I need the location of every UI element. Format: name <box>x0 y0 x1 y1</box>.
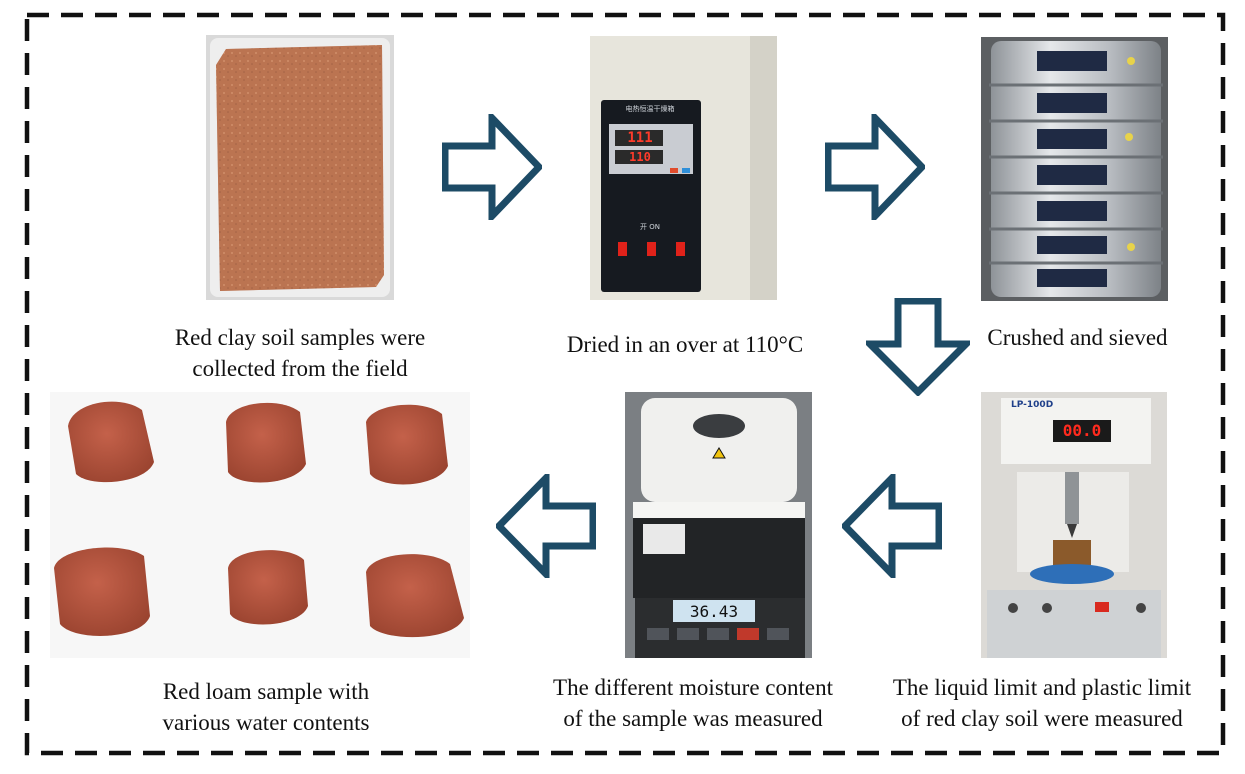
caption-sample: Red loam sample with various water conte… <box>120 676 412 738</box>
caption-collect: Red clay soil samples were collected fro… <box>140 322 460 384</box>
oven-display-1: 111 <box>627 130 653 146</box>
arrow-right-1 <box>442 114 542 220</box>
soil-tray-photo <box>206 35 394 300</box>
arrow-left-1 <box>842 474 942 578</box>
caption-sieve-line-1: Crushed and sieved <box>987 325 1168 350</box>
arrow-right-2 <box>825 114 925 220</box>
instrument-display: 00.0 <box>1062 421 1102 440</box>
caption-moisture-line-1: The different moisture content <box>553 675 833 700</box>
drying-oven-photo <box>590 36 777 300</box>
caption-limit-line-1: The liquid limit and plastic limit <box>892 675 1192 700</box>
sieve-stack-photo <box>981 37 1168 301</box>
moisture-analyzer-photo <box>625 392 812 658</box>
caption-dry-line-1: Dried in an over at 110°C <box>566 332 804 357</box>
caption-sample-line-1: Red loam sample with <box>162 679 370 704</box>
oven-label: 电热恒温干燥箱 <box>625 105 675 113</box>
caption-collect-line-2: collected from the field <box>192 356 408 381</box>
caption-dry: Dried in an over at 110°C <box>535 329 835 360</box>
soil-samples-photo <box>50 392 470 658</box>
arrow-down <box>866 298 970 396</box>
caption-sieve: Crushed and sieved <box>965 322 1190 353</box>
oven-on-label: 开 ON <box>640 223 660 231</box>
caption-moisture: The different moisture content of the sa… <box>528 672 858 734</box>
limit-tester-photo <box>981 392 1167 658</box>
caption-collect-line-1: Red clay soil samples were <box>174 325 426 350</box>
caption-limit: The liquid limit and plastic limit of re… <box>866 672 1218 734</box>
oven-display-2: 110 <box>629 150 651 164</box>
caption-limit-line-2: of red clay soil were measured <box>901 706 1183 731</box>
caption-sample-line-2: various water contents <box>162 710 370 735</box>
instrument-model: LP-100D <box>1011 400 1054 410</box>
balance-reading: 36.43 <box>689 602 739 621</box>
caption-moisture-line-2: of the sample was measured <box>563 706 823 731</box>
arrow-left-2 <box>496 474 596 578</box>
